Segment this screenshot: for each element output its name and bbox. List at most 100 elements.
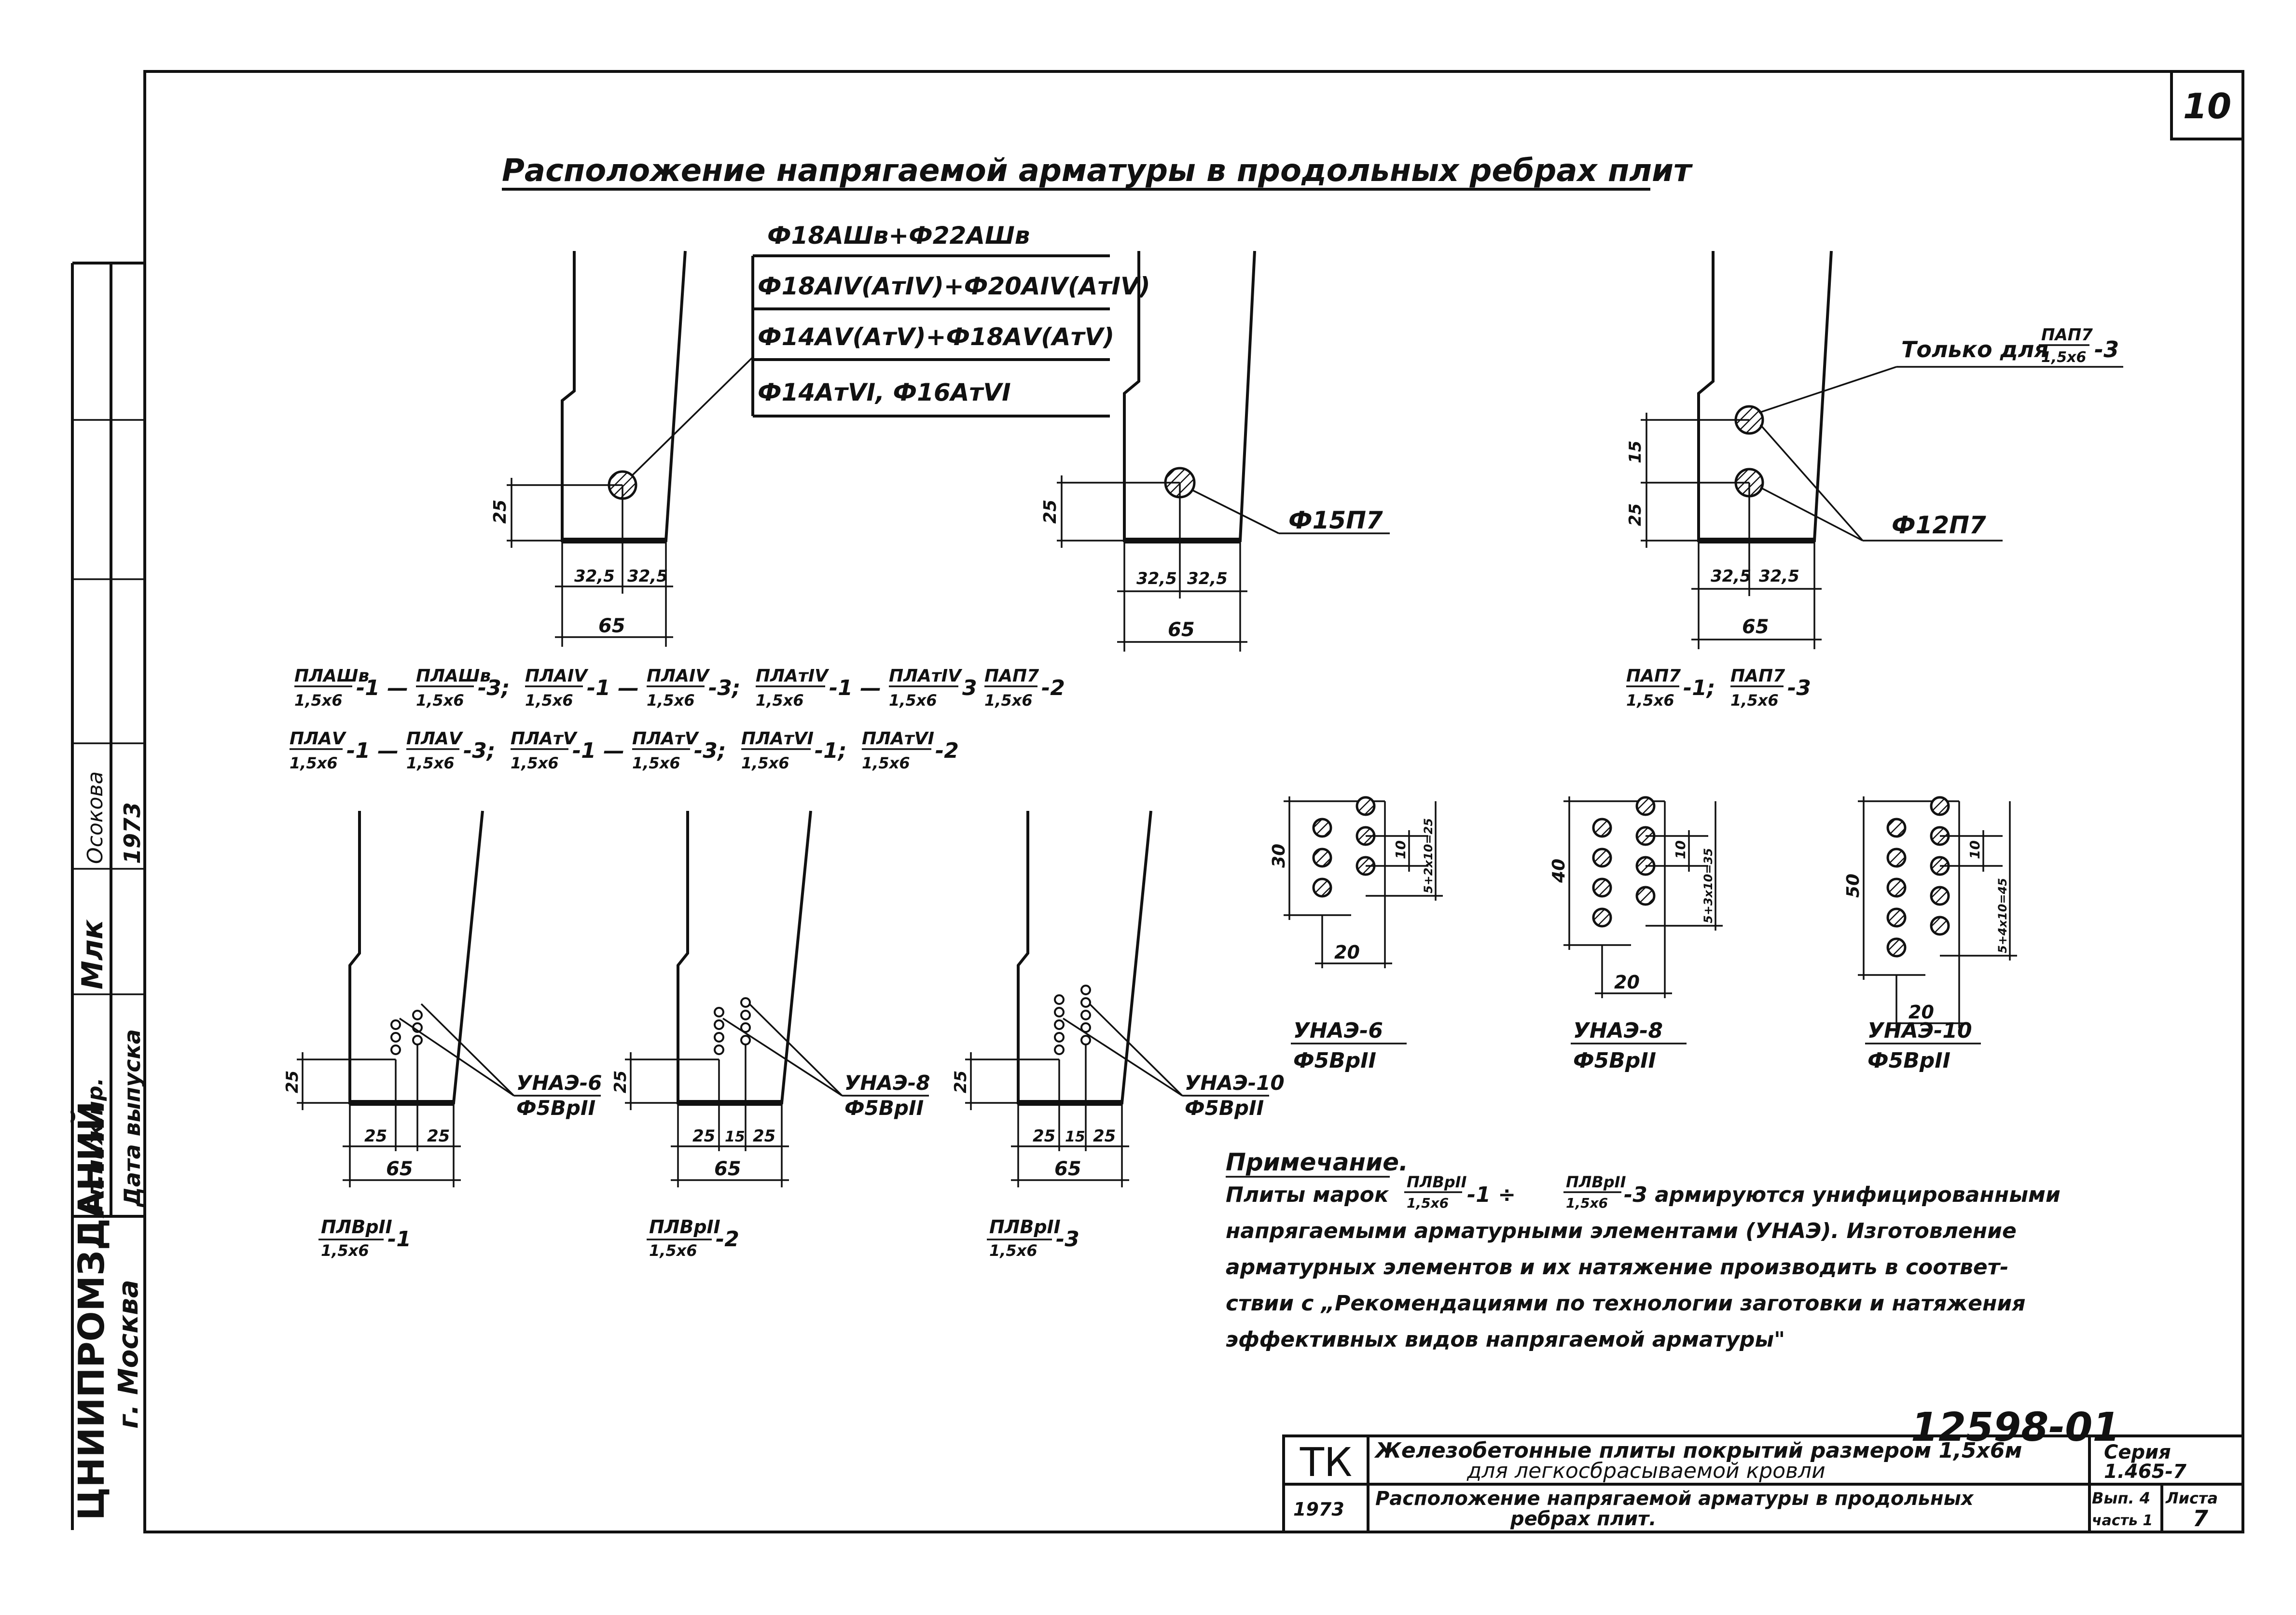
mark-row1-3-num: ПЛАIV — [647, 666, 710, 686]
only-for-mark-den: 1,5х6 — [2041, 349, 2086, 366]
mark-row2-2-suffix: -1 — — [572, 738, 624, 763]
mark-row1-1-suffix: -3; — [478, 676, 510, 700]
note-mark-b-den: 1,5х6 — [1566, 1195, 1608, 1211]
org-city: г. Москва — [113, 1280, 144, 1429]
dim-b: 32,5 — [1187, 569, 1228, 588]
unit-label: УНАЭ-8 — [844, 1071, 930, 1095]
mark-row1-0-suffix: -1 — — [356, 676, 408, 700]
stamp-list-label: Листа — [2165, 1489, 2218, 1507]
wire-circle — [1355, 796, 1376, 816]
mark-row1-6-den: 1,5х6 — [984, 691, 1033, 710]
lower-mark-num: ПЛВрII — [321, 1216, 392, 1238]
element-name: УНАЭ-10 — [1867, 1018, 1972, 1043]
dim-width: 65 — [1054, 1158, 1081, 1180]
lower-mark-suffix: -2 — [716, 1227, 739, 1252]
wire-circle — [1312, 877, 1332, 898]
wire-dot — [714, 1019, 724, 1030]
wire-dot — [412, 1035, 423, 1045]
dim-left: 25 — [1033, 1127, 1055, 1146]
drawing-title: Расположение напрягаемой арматуры в прод… — [502, 153, 1693, 189]
dim-width: 65 — [386, 1158, 413, 1180]
mark-row1-2-num: ПЛАIV — [525, 666, 589, 686]
author-name: Осокова — [83, 771, 108, 864]
wire-circle — [1886, 907, 1907, 928]
mark-row1-3-den: 1,5х6 — [647, 691, 695, 710]
wire-circle — [1312, 848, 1332, 868]
lower-mark-den: 1,5х6 — [989, 1241, 1037, 1260]
wire-circle — [1886, 877, 1907, 898]
note: Примечание. Плиты марок ПЛВрII 1,5х6 -1 … — [1226, 1148, 2061, 1352]
wire-dot — [1054, 1007, 1065, 1017]
mark-row1-6-num: ПАП7 — [984, 666, 1039, 686]
mark-row2-1-den: 1,5х6 — [406, 754, 455, 772]
unit-bar-label: Ф5ВрII — [1185, 1096, 1264, 1120]
only-for-note: Только для — [1901, 336, 2048, 362]
rebar-table-row-3: Ф14АV(АтV)+Ф18АV(АтV) — [758, 323, 1114, 351]
element-width: 20 — [1334, 942, 1360, 963]
dim-width: 65 — [1742, 616, 1769, 638]
mark-row2-4-num: ПЛАтVI — [741, 729, 814, 749]
dim-left: 25 — [364, 1127, 387, 1146]
lower-mark-num: ПЛВрII — [649, 1216, 720, 1238]
wire-circle — [1886, 818, 1907, 838]
strand-label: Ф12П7 — [1892, 511, 1986, 539]
mark-row2-1-num: ПЛАV — [406, 729, 464, 749]
issue-year: 1973 — [119, 802, 145, 864]
dim-25: 25 — [490, 500, 510, 524]
lower-mark-den: 1,5х6 — [649, 1241, 697, 1260]
rebar-table: Ф18АШв+Ф22АШв Ф18АIV(АтIV)+Ф20АIV(АтIV) … — [751, 222, 1150, 418]
section-2: Ф15П7 25 32,5 32,5 65 — [1040, 251, 1390, 652]
mark-row1-0-den: 1,5х6 — [294, 691, 343, 710]
section-3: Только для ПАП7 1,5х6 -3 Ф12П7 15 25 32,… — [1626, 251, 2123, 649]
dim-a: 32,5 — [1711, 567, 1751, 586]
stamp-list: 7 — [2193, 1505, 2208, 1531]
wire-dot — [740, 997, 751, 1008]
dim-a: 32,5 — [574, 567, 615, 586]
rebar-table-row-1: Ф18АШв+Ф22АШв — [767, 222, 1030, 250]
mark-row1-4-den: 1,5х6 — [756, 691, 804, 710]
dim-right: 25 — [1093, 1127, 1116, 1146]
dim-b: 32,5 — [1759, 567, 1799, 586]
mark-row1-5-den: 1,5х6 — [889, 691, 937, 710]
dim-mid: 15 — [725, 1128, 745, 1145]
stamp-series: 1.465-7 — [2104, 1461, 2186, 1483]
dim-width: 65 — [1168, 619, 1195, 641]
signature: Млк — [76, 919, 110, 989]
sheet-number: 10 — [2183, 86, 2231, 126]
wire-circle — [1592, 907, 1612, 928]
mark-row2-2-den: 1,5х6 — [511, 754, 559, 772]
rebar-table-row-2: Ф18АIV(АтIV)+Ф20АIV(АтIV) — [758, 272, 1150, 300]
section-1: Ф18АШв+Ф22АШв Ф18АIV(АтIV)+Ф20АIV(АтIV) … — [490, 222, 1150, 647]
stamp-tk: ТК — [1300, 1440, 1352, 1486]
stamp-vyp: Вып. 4 — [2092, 1489, 2150, 1507]
sheet-frame — [143, 70, 2244, 1533]
wire-circle — [1635, 886, 1656, 906]
wire-dot — [390, 1032, 401, 1043]
unit-label: УНАЭ-10 — [1185, 1071, 1285, 1095]
wire-dot — [390, 1044, 401, 1055]
wire-dot — [714, 1032, 724, 1043]
lower-mark-den: 1,5х6 — [321, 1241, 369, 1260]
side-block: ЦНИИПРОМЗДАНИЙ г. Москва Гл.инж.пр. Млк … — [70, 262, 145, 1530]
mark-row1-1-den: 1,5х6 — [416, 691, 464, 710]
element-pitch: 10 — [1673, 840, 1688, 859]
mark-row2-1-suffix: -3; — [463, 738, 495, 763]
unit-bar-label: Ф5ВрII — [844, 1096, 924, 1120]
wire-circle — [1886, 848, 1907, 868]
date-label: Дата выпуска — [119, 1029, 145, 1208]
note-mark-a-num: ПЛВрII — [1407, 1173, 1467, 1191]
mark-pap-0-suffix: -1; — [1683, 676, 1715, 700]
mark-pap-1-den: 1,5х6 — [1730, 691, 1779, 710]
element-height: 30 — [1269, 844, 1289, 868]
element-spec: 5+3х10=35 — [1701, 848, 1715, 923]
note-heading: Примечание. — [1226, 1148, 1408, 1176]
wire-circle — [1312, 818, 1332, 838]
mark-row1-2-suffix: -1 — — [587, 676, 639, 700]
mark-row1-0-num: ПЛАШв — [294, 666, 369, 686]
wire-dot — [390, 1019, 401, 1030]
mark-row2-0-suffix: -1 — — [346, 738, 399, 763]
